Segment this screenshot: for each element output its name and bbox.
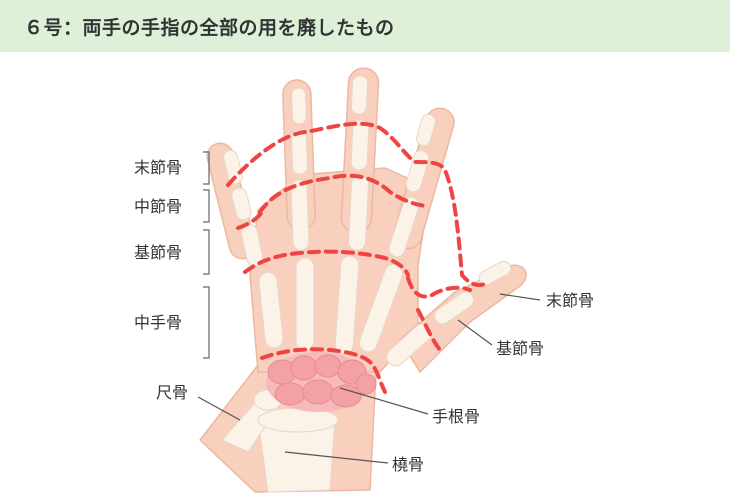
leader-lines	[197, 293, 541, 464]
label-metacarpal: 中手骨	[134, 313, 182, 332]
label-distal-phalanx: 末節骨	[134, 158, 182, 177]
ring-finger-bones	[290, 87, 315, 351]
label-radius: 橈骨	[392, 455, 424, 474]
label-thumb-proximal: 基節骨	[496, 339, 544, 358]
middle-finger-bones	[334, 75, 370, 355]
left-brackets	[203, 151, 210, 359]
index-finger-bones	[358, 113, 436, 353]
label-ulna: 尺骨	[156, 383, 188, 402]
carpal-bones	[266, 352, 377, 412]
label-proximal-phalanx: 基節骨	[134, 243, 182, 262]
bones	[221, 75, 512, 493]
label-carpal: 手根骨	[432, 407, 480, 426]
label-thumb-distal: 末節骨	[546, 291, 594, 310]
thumb-bones	[386, 260, 512, 367]
pinky-bones	[223, 149, 284, 349]
page-title: ６号：両手の手指の全部の用を廃したもの	[24, 16, 395, 39]
label-middle-phalanx: 中節骨	[134, 197, 182, 216]
title-bar: ６号：両手の手指の全部の用を廃したもの	[0, 0, 730, 52]
disabled-area-outline	[226, 121, 490, 394]
